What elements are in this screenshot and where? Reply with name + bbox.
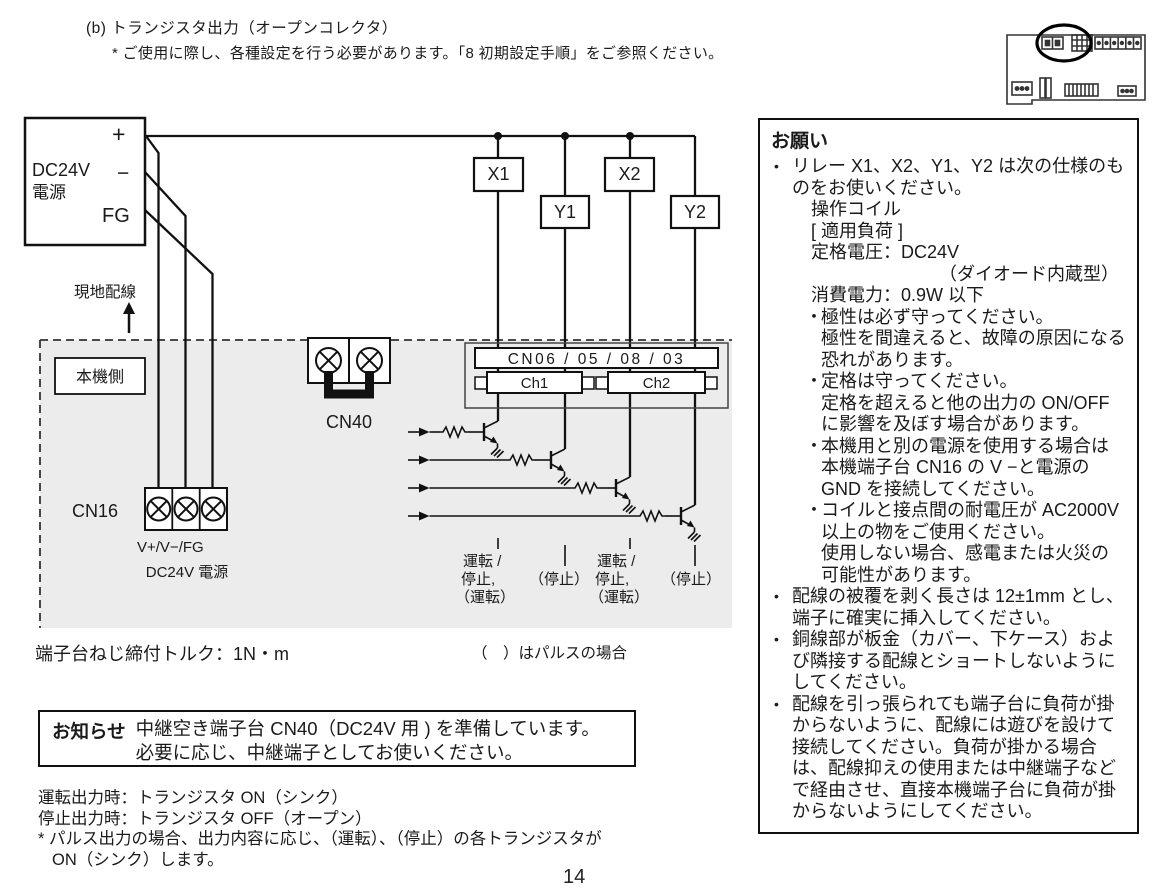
output-state-labels: 運転 / 停止, （運転） （停止） 運転 / 停止, （運転） （停止） [455,553,721,606]
notice-line1: 中継空き端子台 CN40（DC24V 用 ) を準備しています。 [135,718,600,739]
request-item: ・本機用と別の電源を使用する場合は本機端子台 CN16 の V −と電源の GN… [805,435,1109,499]
wiring-diagram: CN06 / 05 / 08 / 03 Ch1 Ch2 X1 Y1 X2 Y2 … [23,116,732,628]
footer-line2: 停止出力時：トランジスタ OFF（オープン） [38,809,372,828]
pin-grid [1071,34,1093,52]
request-item: 操作コイル [811,199,901,219]
relay-wiring [144,134,697,505]
request-item: 定格を超えると他の出力の ON/OFF に影響を及ぼす場合があります。 [821,392,1110,435]
notice-box: お知らせ 中継空き端子台 CN40（DC24V 用 ) を準備しています。 必要… [38,710,636,767]
relay-y1-label: Y1 [554,202,576,222]
field-wiring-arrow-icon [123,302,135,333]
terminal-minus: − [117,162,129,185]
bullet: ・ [805,371,823,391]
request-item: 極性を間違えると、故障の原因になる恐れがあります。 [821,328,1126,370]
relay-boxes [472,156,721,230]
request-item: •リレー X1、X2、Y1、Y2 は次の仕様のものをお使いください。 [774,156,1125,198]
highlight-ellipse [1035,23,1093,63]
junction-dots [494,132,634,140]
bullet: ・ [805,500,823,520]
notice-title: お知らせ [52,721,126,742]
connector-label: CN06 / 05 / 08 / 03 [508,351,686,368]
bullet: • [774,695,779,712]
notice-text: 中継空き端子台 CN40（DC24V 用 ) を準備しています。 必要に応じ、中… [136,717,600,765]
request-item: 消費電力：0.9W 以下 [811,285,985,305]
circuit-board-icon [1006,23,1146,105]
output4-line1: （停止） [661,571,721,588]
output1-line3: （運転） [455,589,515,606]
relay-y2-label: Y2 [684,202,706,222]
request-item: •銅線部が板金（カバー、下ケース）および隣接する配線とショートしないようにしてく… [774,629,1116,692]
bullet: • [774,158,779,174]
transistor-circuits [408,420,702,566]
power-supply-name: DC24V [32,160,90,180]
machine-side-label: 本機側 [76,368,124,386]
output3-line1: 運転 / [597,553,636,570]
terminal-plus: + [112,121,125,147]
request-item: ・定格は守ってください。 [805,371,1018,391]
ch1-label: Ch1 [521,375,549,392]
request-item: 使用しない場合、感電または火災の可能性があります。 [821,543,1109,585]
relay-x2-label: X2 [618,164,640,184]
power-supply-box: DC24V 電源 + − FG [23,116,147,247]
ch2-label: Ch2 [643,375,671,392]
cn16-label: CN16 [72,501,118,521]
page-number: 14 [563,866,586,888]
terminal-fg: FG [102,205,130,227]
circuit-arrowheads [419,427,695,528]
footer-line4: ON（シンク）します。 [52,850,224,869]
notice-line2: 必要に応じ、中継端子としてお使いください。 [135,742,524,763]
cn16-terminal-names: V+/V−/FG [137,539,204,556]
relay-x1-label: X1 [487,164,509,184]
request-item: ・コイルと接点間の耐電圧が AC2000V 以上の物をご使用ください。 [805,500,1120,542]
bullet: ・ [805,435,823,456]
bullet: ・ [805,306,823,327]
cn40-jumper-wire [324,371,374,399]
output3-line3: （運転） [589,589,649,606]
cn16-power-label: DC24V 電源 [146,564,229,581]
terminal-row [1094,36,1142,50]
section-heading: (b) トランジスタ出力（オープンコレクタ） [86,20,398,37]
request-item: [ 適用負荷 ] [811,220,904,241]
footer-line3: * パルス出力の場合、出力内容に応じ、（運転）、（停止）の各トランジスタが [38,830,602,848]
field-wiring-label: 現地配線 [74,283,136,301]
striped-connector [1064,83,1099,97]
board-outline [1006,34,1146,105]
request-item: •配線を引っ張られても端子台に負荷が掛からないように、配線には遊びを設けて接続し… [774,693,1116,822]
output3-line2: 停止, [595,571,629,588]
power-supply-name2: 電源 [32,183,66,202]
section-subheading: * ご使用に際し、各種設定を行う必要があります。「8 初期設定手順」をご参照くだ… [112,45,724,62]
cn40-block: CN40 [307,337,391,432]
bullet: • [774,588,779,604]
footer-notes: 運転出力時：トランジスタ ON（シンク） 停止出力時：トランジスタ OFF（オー… [38,788,602,870]
bullet: • [774,631,779,647]
request-item: 定格電圧：DC24V [811,242,960,262]
request-item: •配線の被覆を剥く長さは 12±1mm とし、端子に確実に挿入してください。 [774,586,1124,628]
machine-side-tag [54,357,146,395]
output1-line1: 運転 / [463,553,502,570]
request-item: （ダイオード内蔵型） [939,263,1119,284]
output-connector: CN06 / 05 / 08 / 03 Ch1 Ch2 [464,342,729,409]
request-box: お願い •リレー X1、X2、Y1、Y2 は次の仕様のものをお使いください。 操… [758,118,1139,834]
torque-note: 端子台ねじ締付トルク：1N・m [35,644,290,664]
output1-line2: 停止, [461,571,495,588]
cn40-label: CN40 [326,412,372,432]
request-title: お願い [771,131,829,152]
footer-line1: 運転出力時：トランジスタ ON（シンク） [38,789,348,807]
request-item: ・極性は必ず守ってください。 [805,306,1054,327]
pulse-note: （ ）はパルスの場合 [472,645,628,662]
output2-line1: （停止） [529,571,589,588]
cn16-block: CN16 V+/V−/FG DC24V 電源 [72,487,229,581]
